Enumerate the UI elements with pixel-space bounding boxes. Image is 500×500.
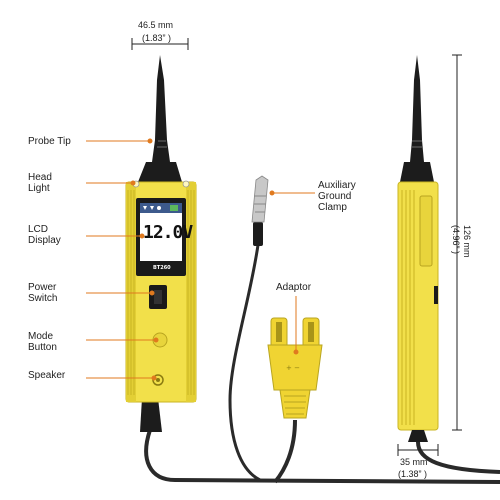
dim-top-in: (1.83” ) [142, 33, 172, 43]
probe-tip-icon [152, 55, 170, 162]
dim-height-mm: 126 mm [462, 225, 472, 258]
label-speaker: Speaker [28, 370, 66, 381]
svg-text:+ −: + − [286, 364, 300, 372]
label-power-2: Switch [28, 293, 58, 304]
side-probe-tip [410, 55, 424, 162]
cable-strain-relief [140, 398, 162, 432]
dim-side-mm: 35 mm [400, 457, 428, 467]
adaptor-icon: + − [267, 317, 323, 419]
ground-clamp-icon [251, 175, 269, 223]
aux-lead [228, 244, 261, 482]
dim-side-in: (1.38” ) [398, 469, 428, 479]
label-mode-1: Mode [28, 331, 54, 342]
lcd-value: 12.0V [143, 222, 193, 243]
main-cable [144, 429, 500, 484]
dim-top-mm: 46.5 mm [138, 20, 174, 30]
dim-height-in: (4.96” ) [451, 225, 461, 255]
label-probe-tip: Probe Tip [28, 136, 71, 147]
label-lcd-1: LCD [28, 224, 49, 235]
label-mode-2: Button [28, 342, 57, 353]
label-adaptor: Adaptor [276, 282, 312, 293]
label-aux-2: Ground [318, 191, 352, 202]
label-lcd-2: Display [28, 235, 61, 246]
label-head-light-1: Head [28, 172, 52, 183]
label-head-light-2: Light [28, 183, 50, 194]
label-aux-3: Clamp [318, 202, 347, 213]
label-power-1: Power [28, 282, 57, 293]
model-label: BT260 [153, 265, 171, 271]
adaptor-cable [273, 419, 297, 484]
label-aux-1: Auxiliary [318, 180, 356, 191]
